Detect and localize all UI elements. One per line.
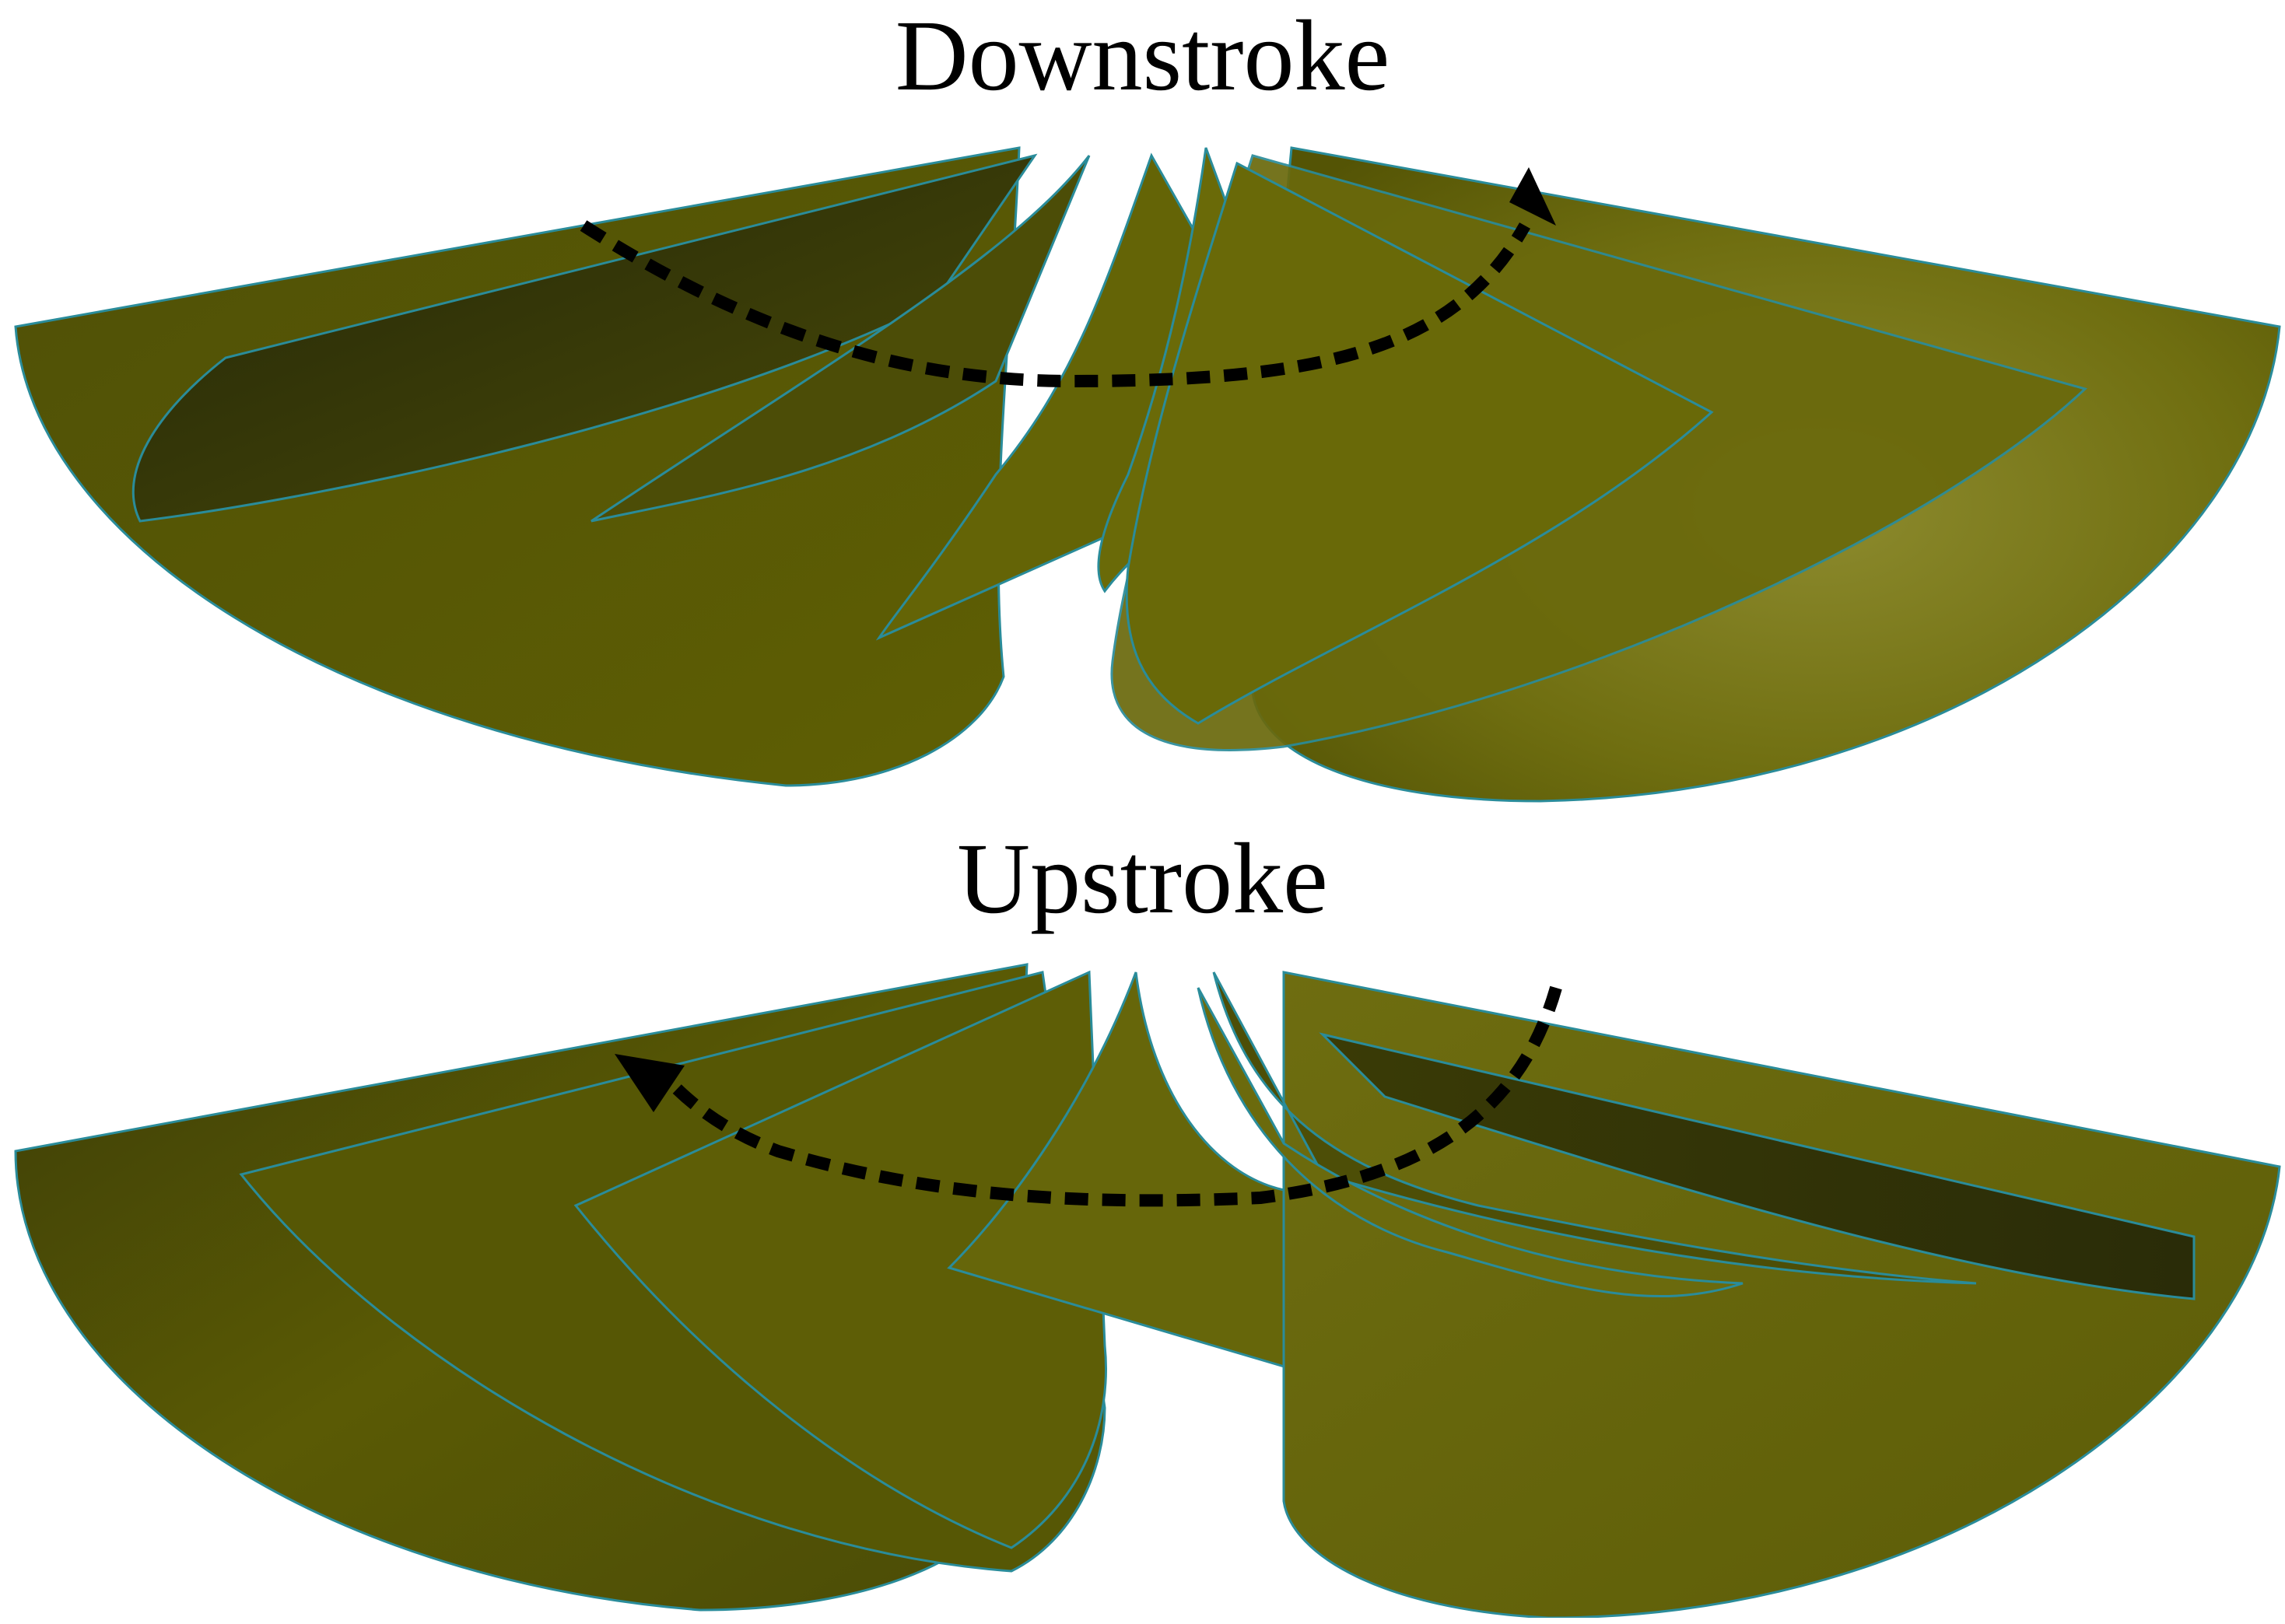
upstroke-panel bbox=[14, 963, 2281, 1618]
downstroke-title: Downstroke bbox=[895, 0, 1390, 112]
right-wing-up-fold bbox=[1212, 971, 1977, 1285]
left-wing-up-front bbox=[573, 970, 1107, 1549]
downstroke-panel bbox=[14, 146, 2281, 803]
right-wing-up bbox=[1197, 971, 2281, 1618]
right-wing-up-front bbox=[1197, 987, 1744, 1298]
left-wing-up bbox=[14, 963, 1425, 1612]
right-wing-down-front bbox=[1125, 161, 1714, 725]
upstroke-title: Upstroke bbox=[957, 823, 1328, 935]
upstroke-arrow bbox=[664, 985, 1562, 1207]
right-wing-down bbox=[1110, 146, 2281, 803]
left-wing-down-fold bbox=[591, 155, 1091, 523]
downstroke-arrow bbox=[580, 220, 1530, 388]
downstroke-arrowhead bbox=[1509, 167, 1556, 226]
upstroke-arrowhead bbox=[615, 1054, 685, 1112]
left-wing-down-shadow bbox=[131, 153, 1038, 523]
right-wing-up-dark bbox=[1319, 1032, 2196, 1300]
